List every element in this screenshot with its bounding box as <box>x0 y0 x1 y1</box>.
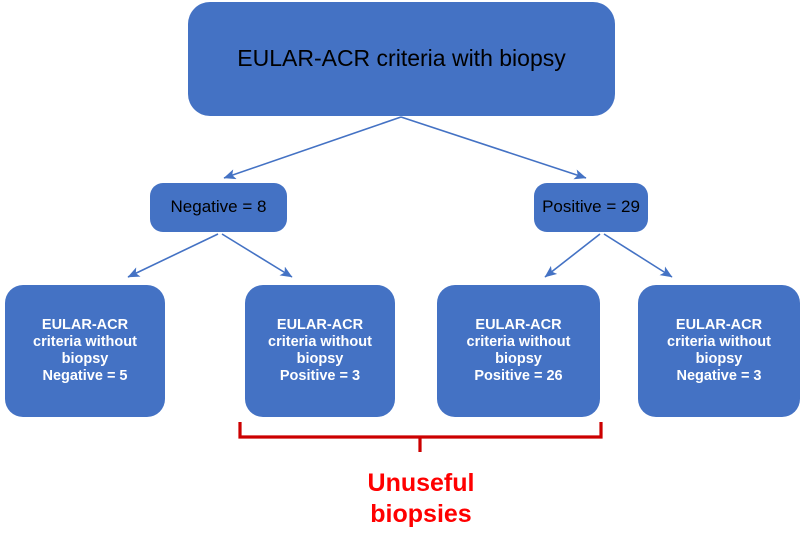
node-label: EULAR-ACR criteria without biopsy Positi… <box>268 316 372 385</box>
node-positive-29[interactable]: Positive = 29 <box>534 183 648 232</box>
node-label: Negative = 8 <box>170 197 267 217</box>
unuseful-biopsies-bracket <box>238 422 603 439</box>
node-leaf-positive-3[interactable]: EULAR-ACR criteria without biopsy Positi… <box>245 285 395 417</box>
node-eular-acr-with-biopsy[interactable]: EULAR-ACR criteria with biopsy <box>188 2 615 116</box>
node-label: EULAR-ACR criteria without biopsy Negati… <box>33 316 137 385</box>
node-leaf-negative-5[interactable]: EULAR-ACR criteria without biopsy Negati… <box>5 285 165 417</box>
connector-negative-to-leaf-2 <box>221 233 293 278</box>
node-negative-8[interactable]: Negative = 8 <box>150 183 287 232</box>
node-label: EULAR-ACR criteria without biopsy Negati… <box>667 316 771 385</box>
unuseful-biopsies-label: Unuseful biopsies <box>367 469 475 529</box>
connector-negative-to-leaf-1 <box>127 233 219 278</box>
connector-positive-to-leaf-4 <box>603 233 673 278</box>
connector-positive-to-leaf-3 <box>544 233 601 278</box>
connector-root-to-positive <box>400 116 587 180</box>
node-label: EULAR-ACR criteria without biopsy Positi… <box>466 316 571 385</box>
connector-root-to-negative <box>223 116 402 180</box>
node-label: EULAR-ACR criteria with biopsy <box>237 45 566 72</box>
node-leaf-positive-26[interactable]: EULAR-ACR criteria without biopsy Positi… <box>437 285 600 417</box>
node-label: Positive = 29 <box>542 197 640 217</box>
node-leaf-negative-3[interactable]: EULAR-ACR criteria without biopsy Negati… <box>638 285 800 417</box>
